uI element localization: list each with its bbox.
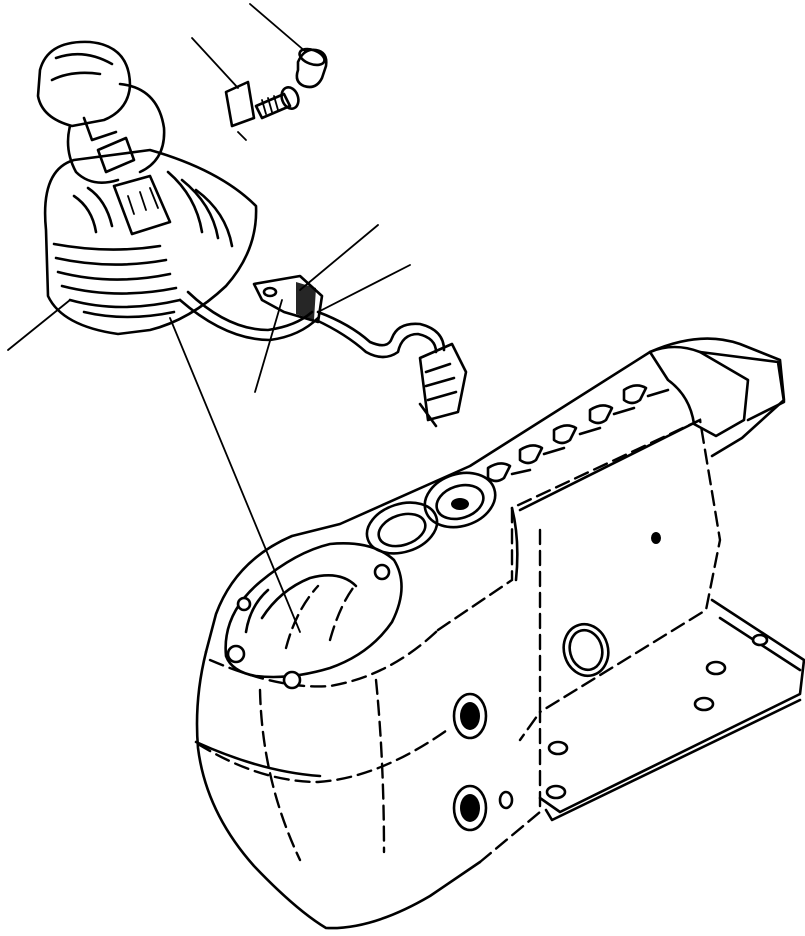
- leader-bracket: [254, 299, 283, 393]
- leader-cap: [249, 3, 307, 53]
- cap-part: [295, 47, 328, 89]
- leader-harness: [317, 264, 411, 313]
- mounting-bracket: [538, 598, 805, 822]
- leader-assembly: [169, 317, 301, 633]
- leader-lines: [7, 3, 411, 633]
- bolt-part: [224, 80, 300, 141]
- leader-washer: [191, 37, 239, 89]
- console-body: [194, 337, 786, 930]
- leader-clamp: [299, 224, 379, 291]
- rubber-boot: [43, 148, 258, 336]
- joystick-knob: [36, 40, 166, 184]
- leader-lever: [7, 299, 71, 351]
- wire-harness: [178, 274, 468, 428]
